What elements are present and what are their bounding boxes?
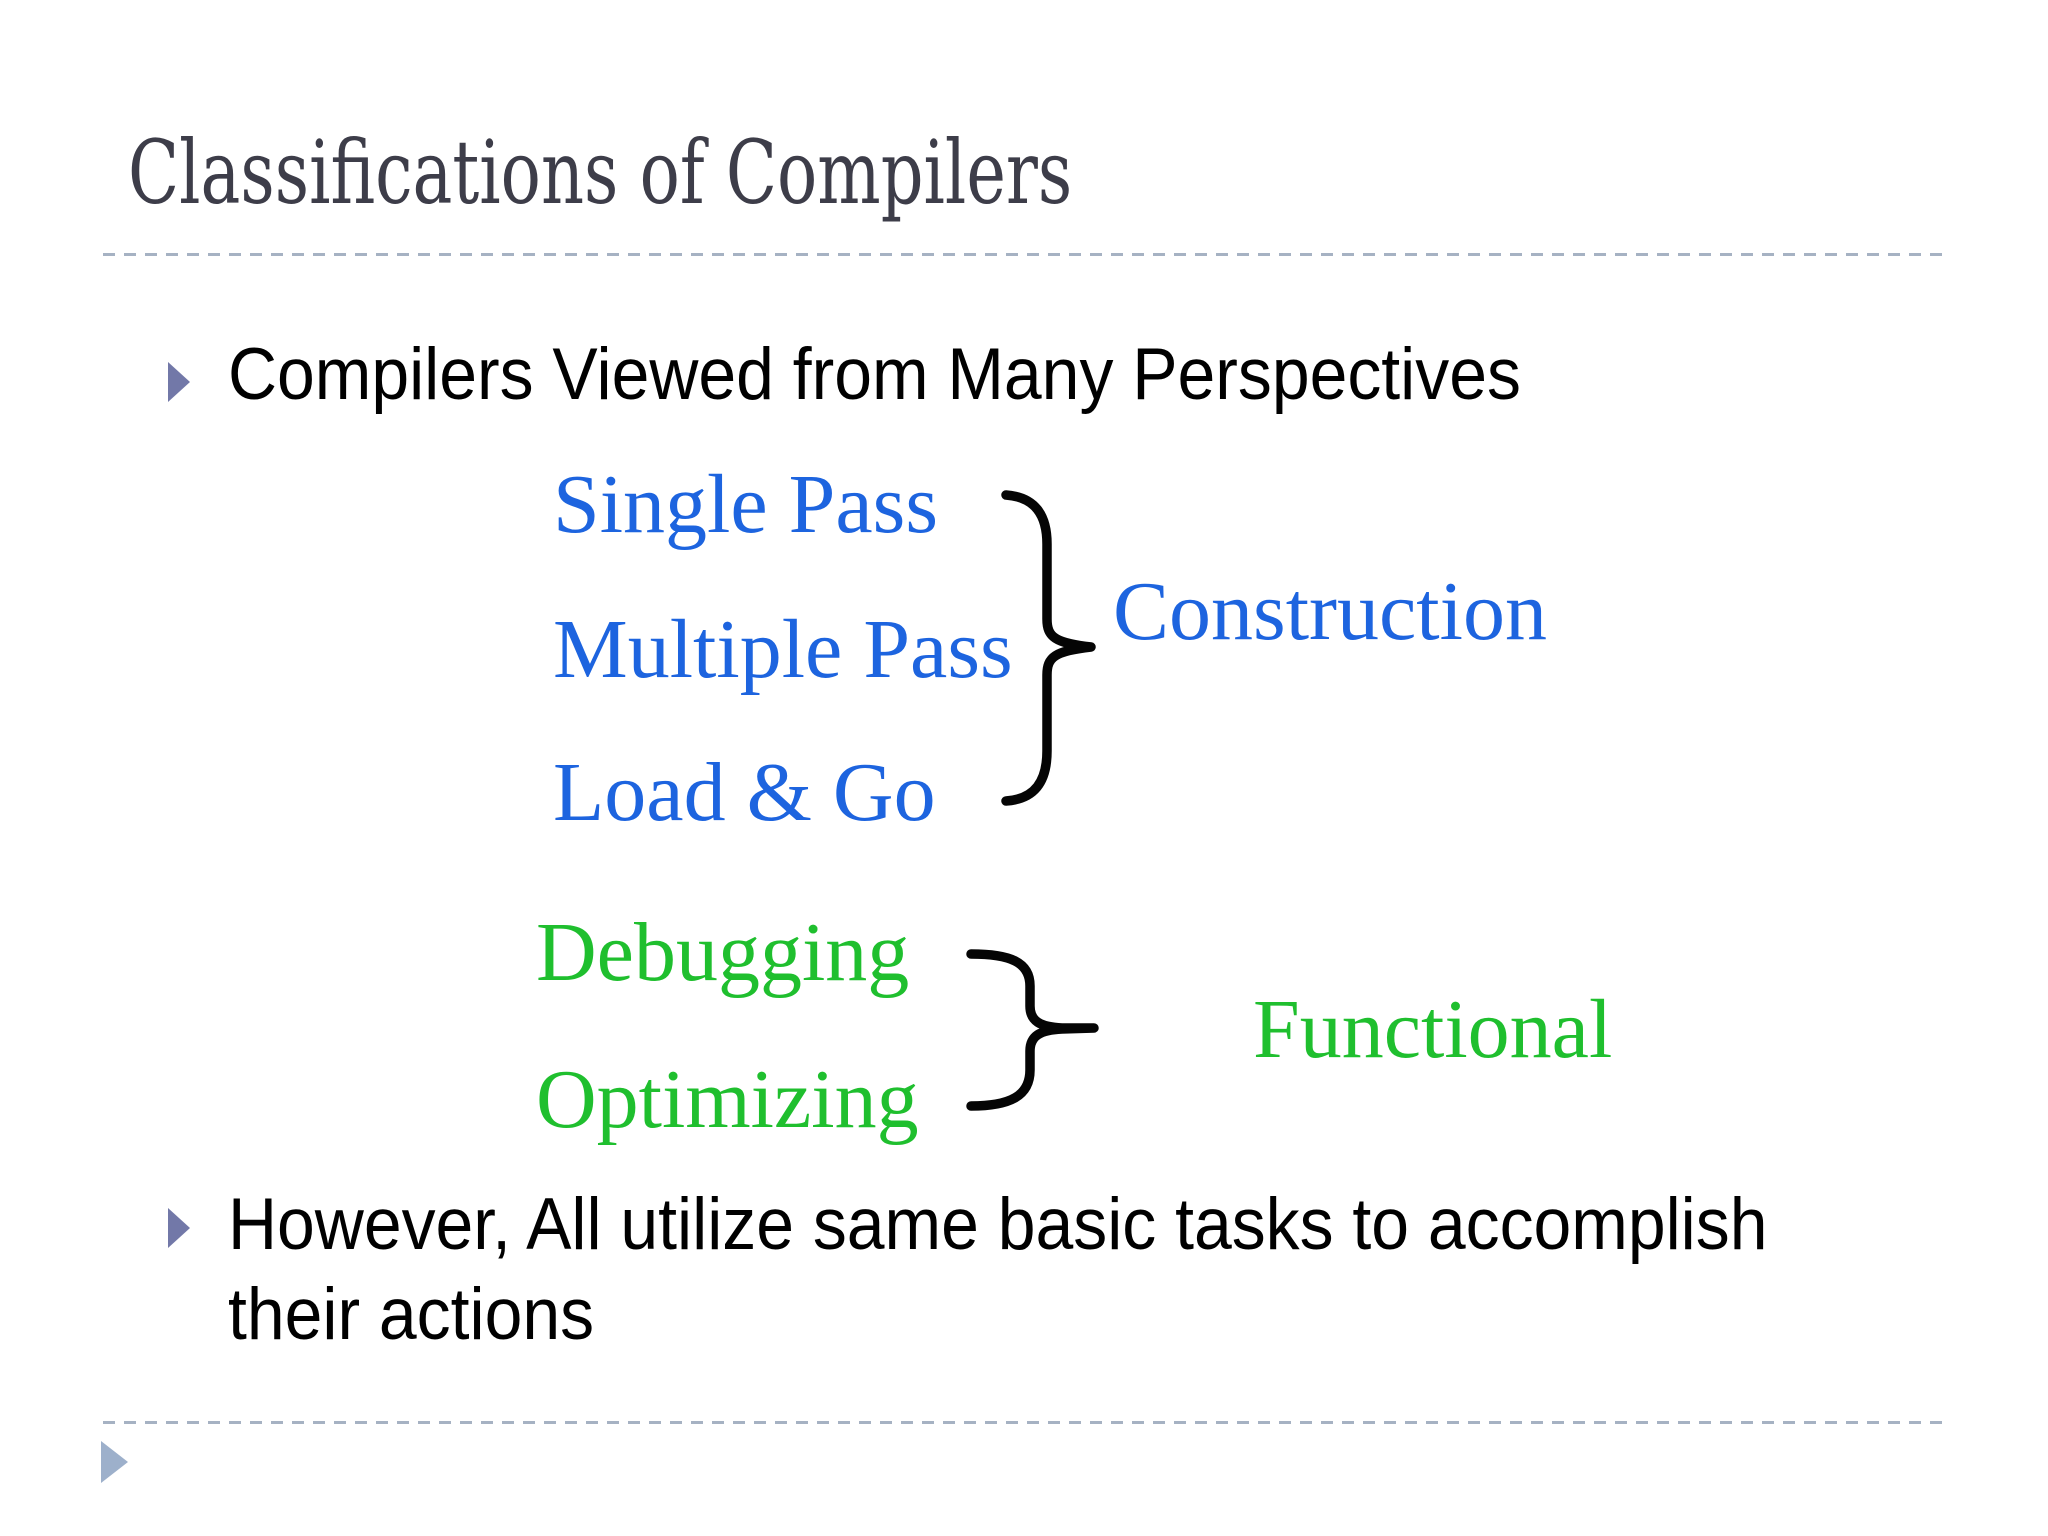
bullet-2-line-1: However, All utilize same basic tasks to… <box>228 1184 1768 1265</box>
construction-label: Construction <box>1113 565 1547 658</box>
footer-divider <box>103 1421 1945 1424</box>
bullet-triangle-icon <box>168 1208 190 1248</box>
functional-label: Functional <box>1253 983 1613 1076</box>
functional-item-debugging: Debugging <box>536 906 910 999</box>
page-title: Classifications of Compilers <box>128 121 1073 224</box>
title-divider <box>103 253 1943 256</box>
functional-brace-icon <box>966 949 1099 1111</box>
construction-item-multiple-pass: Multiple Pass <box>553 603 1013 696</box>
construction-item-single-pass: Single Pass <box>553 458 939 551</box>
construction-brace-icon <box>1001 490 1096 806</box>
bullet-triangle-icon <box>168 362 190 402</box>
bullet-1-label: Compilers Viewed from Many Perspectives <box>228 334 1521 415</box>
functional-item-optimizing: Optimizing <box>536 1053 919 1146</box>
bullet-2-line-2: their actions <box>228 1274 595 1355</box>
footer-arrow-icon <box>101 1441 128 1483</box>
construction-item-load-and-go: Load & Go <box>553 746 936 839</box>
